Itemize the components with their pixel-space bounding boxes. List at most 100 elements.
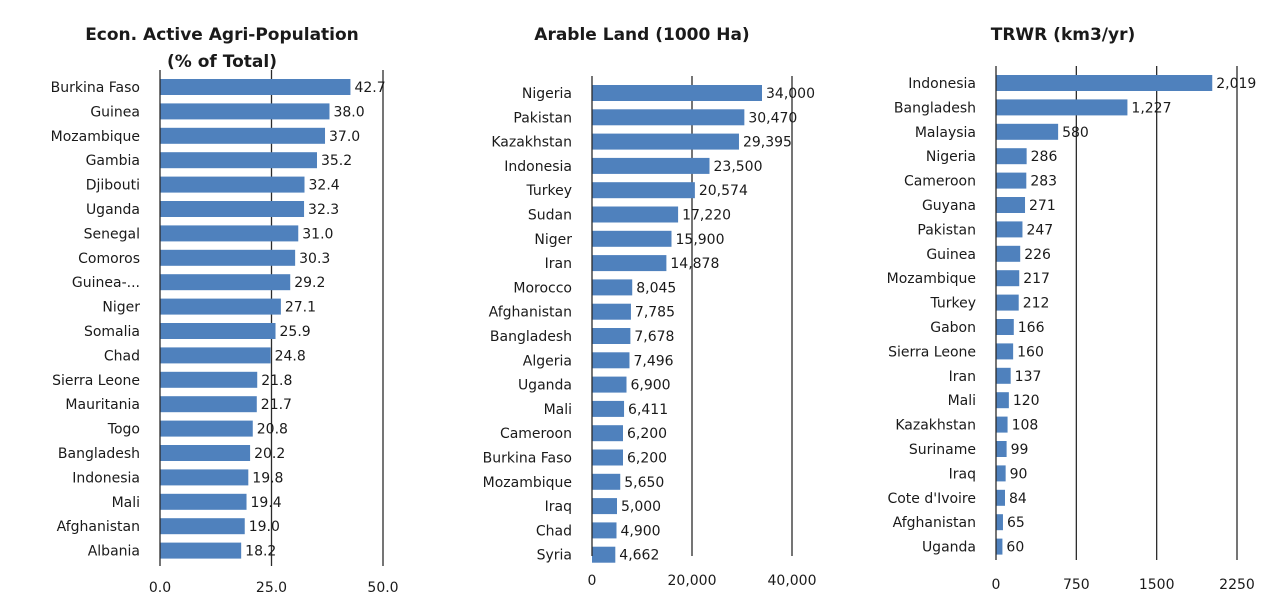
chart-2-bar-1 xyxy=(592,85,762,101)
chart-1-bar-20 xyxy=(160,542,242,559)
chart-2-value-label-3: 29,395 xyxy=(743,135,792,151)
chart-3-value-label-9: 217 xyxy=(1023,271,1050,287)
chart-3-value-label-12: 160 xyxy=(1017,344,1044,360)
chart-1-value-label-7: 31.0 xyxy=(302,226,333,242)
chart-2-category-label-20: Syria xyxy=(537,548,572,564)
chart-2-bar-19 xyxy=(592,522,617,539)
chart-3-value-label-4: 286 xyxy=(1031,149,1058,165)
chart-2-xtick-label-1: 0 xyxy=(588,573,597,589)
chart-3-category-label-11: Gabon xyxy=(930,320,976,336)
chart-3-bar-15 xyxy=(996,416,1008,433)
chart-1-category-label-5: Djibouti xyxy=(86,178,140,194)
chart-3-bar-20 xyxy=(996,538,1003,555)
chart-3-value-label-16: 99 xyxy=(1011,442,1029,458)
chart-1-value-label-8: 30.3 xyxy=(299,251,330,267)
chart-3-category-label-7: Pakistan xyxy=(917,222,976,238)
chart-3-category-label-8: Guinea xyxy=(926,247,976,263)
chart-1-category-label-16: Bangladesh xyxy=(58,446,140,462)
chart-2-bar-13 xyxy=(592,376,627,393)
chart-3-value-label-7: 247 xyxy=(1026,222,1053,238)
chart-1-bar-5 xyxy=(160,176,305,193)
chart-2-bar-18 xyxy=(592,498,617,515)
chart-1-bar-2 xyxy=(160,103,330,120)
chart-1-bar-12 xyxy=(160,347,271,364)
chart-3-bar-12 xyxy=(996,343,1014,360)
chart-3-value-label-10: 212 xyxy=(1023,296,1050,312)
chart-1-category-label-18: Mali xyxy=(112,495,140,511)
chart-3-category-label-6: Guyana xyxy=(922,198,976,214)
chart-3-bar-4 xyxy=(996,148,1027,165)
chart-2-category-label-15: Cameroon xyxy=(500,426,572,442)
chart-3-category-label-13: Iran xyxy=(949,369,976,385)
chart-3-category-label-2: Bangladesh xyxy=(894,100,976,116)
chart-1-xtick-label-3: 50.0 xyxy=(367,580,398,596)
chart-1-category-label-13: Sierra Leone xyxy=(52,373,140,389)
chart-2-category-label-6: Sudan xyxy=(528,208,572,224)
chart-2-bar-16 xyxy=(592,449,623,466)
chart-1-bar-10 xyxy=(160,298,281,315)
chart-1-category-label-7: Senegal xyxy=(84,226,140,242)
chart-2-category-label-13: Uganda xyxy=(518,378,572,394)
chart-3-category-label-16: Suriname xyxy=(909,442,976,458)
chart-3-value-label-14: 120 xyxy=(1013,393,1040,409)
chart-3-bar-14 xyxy=(996,392,1009,409)
chart-3-category-label-3: Malaysia xyxy=(915,125,976,141)
chart-2-category-label-1: Nigeria xyxy=(522,86,572,102)
chart-1-bar-14 xyxy=(160,396,257,413)
chart-3-xtick-label-1: 0 xyxy=(992,577,1001,593)
chart-1-xtick-label-1: 0.0 xyxy=(149,580,171,596)
chart-2-value-label-4: 23,500 xyxy=(714,159,763,175)
chart-2-bar-14 xyxy=(592,400,625,417)
chart-1-bar-18 xyxy=(160,493,247,510)
chart-1-category-label-1: Burkina Faso xyxy=(51,80,140,96)
chart-3-category-label-15: Kazakhstan xyxy=(895,418,976,434)
chart-3-category-label-18: Cote d'Ivoire xyxy=(887,491,976,507)
chart-3-value-label-5: 283 xyxy=(1030,174,1057,190)
chart-2-category-label-10: Afghanistan xyxy=(489,305,572,321)
chart-2-value-label-12: 7,496 xyxy=(633,353,673,369)
chart-3-bar-8 xyxy=(996,245,1021,262)
chart-2-bar-8 xyxy=(592,255,667,272)
chart-1-category-label-19: Afghanistan xyxy=(57,519,140,535)
chart-2-value-label-1: 34,000 xyxy=(766,86,815,102)
chart-1-value-label-5: 32.4 xyxy=(309,178,340,194)
chart-3-bar-7 xyxy=(996,221,1023,238)
chart-1-value-label-11: 25.9 xyxy=(280,324,311,340)
chart-1-value-label-19: 19.0 xyxy=(249,519,280,535)
chart-1-value-label-15: 20.8 xyxy=(257,422,288,438)
chart-2-value-label-19: 4,900 xyxy=(621,523,661,539)
chart-3-value-label-15: 108 xyxy=(1012,418,1039,434)
chart-3-category-label-1: Indonesia xyxy=(908,76,976,92)
chart-3-category-label-12: Sierra Leone xyxy=(888,344,976,360)
chart-1-title-line-1: Econ. Active Agri-Population xyxy=(85,25,359,45)
chart-2-value-label-13: 6,900 xyxy=(631,378,671,394)
chart-1-category-label-15: Togo xyxy=(107,422,140,438)
chart-2-category-label-16: Burkina Faso xyxy=(483,451,572,467)
chart-2-xtick-label-3: 40,000 xyxy=(768,573,817,589)
chart-3-bar-16 xyxy=(996,441,1007,457)
chart-2-category-label-9: Morocco xyxy=(513,280,572,296)
chart-1-category-label-11: Somalia xyxy=(84,324,140,340)
chart-1-value-label-3: 37.0 xyxy=(329,129,360,145)
chart-3-value-label-17: 90 xyxy=(1010,466,1028,482)
chart-2-xtick-label-2: 20,000 xyxy=(668,573,717,589)
chart-3-bar-13 xyxy=(996,367,1011,384)
chart-2-category-label-11: Bangladesh xyxy=(490,329,572,345)
chart-1-value-label-18: 19.4 xyxy=(251,495,282,511)
chart-1-value-label-14: 21.7 xyxy=(261,397,292,413)
chart-1-bar-17 xyxy=(160,469,249,486)
chart-3-bar-18 xyxy=(996,489,1005,506)
chart-2-value-label-9: 8,045 xyxy=(636,280,676,296)
chart-3-value-label-1: 2,019 xyxy=(1216,76,1256,92)
chart-1-category-label-8: Comoros xyxy=(78,251,140,267)
chart-1-category-label-10: Niger xyxy=(102,300,140,316)
chart-2-category-label-14: Mali xyxy=(544,402,572,418)
chart-2-value-label-17: 5,650 xyxy=(624,475,664,491)
chart-1-bar-11 xyxy=(160,323,276,339)
chart-1-value-label-13: 21.8 xyxy=(261,373,292,389)
chart-2-category-label-19: Chad xyxy=(536,523,572,539)
chart-2-bar-9 xyxy=(592,279,633,296)
chart-2-bar-5 xyxy=(592,182,695,199)
chart-1-category-label-3: Mozambique xyxy=(51,129,140,145)
